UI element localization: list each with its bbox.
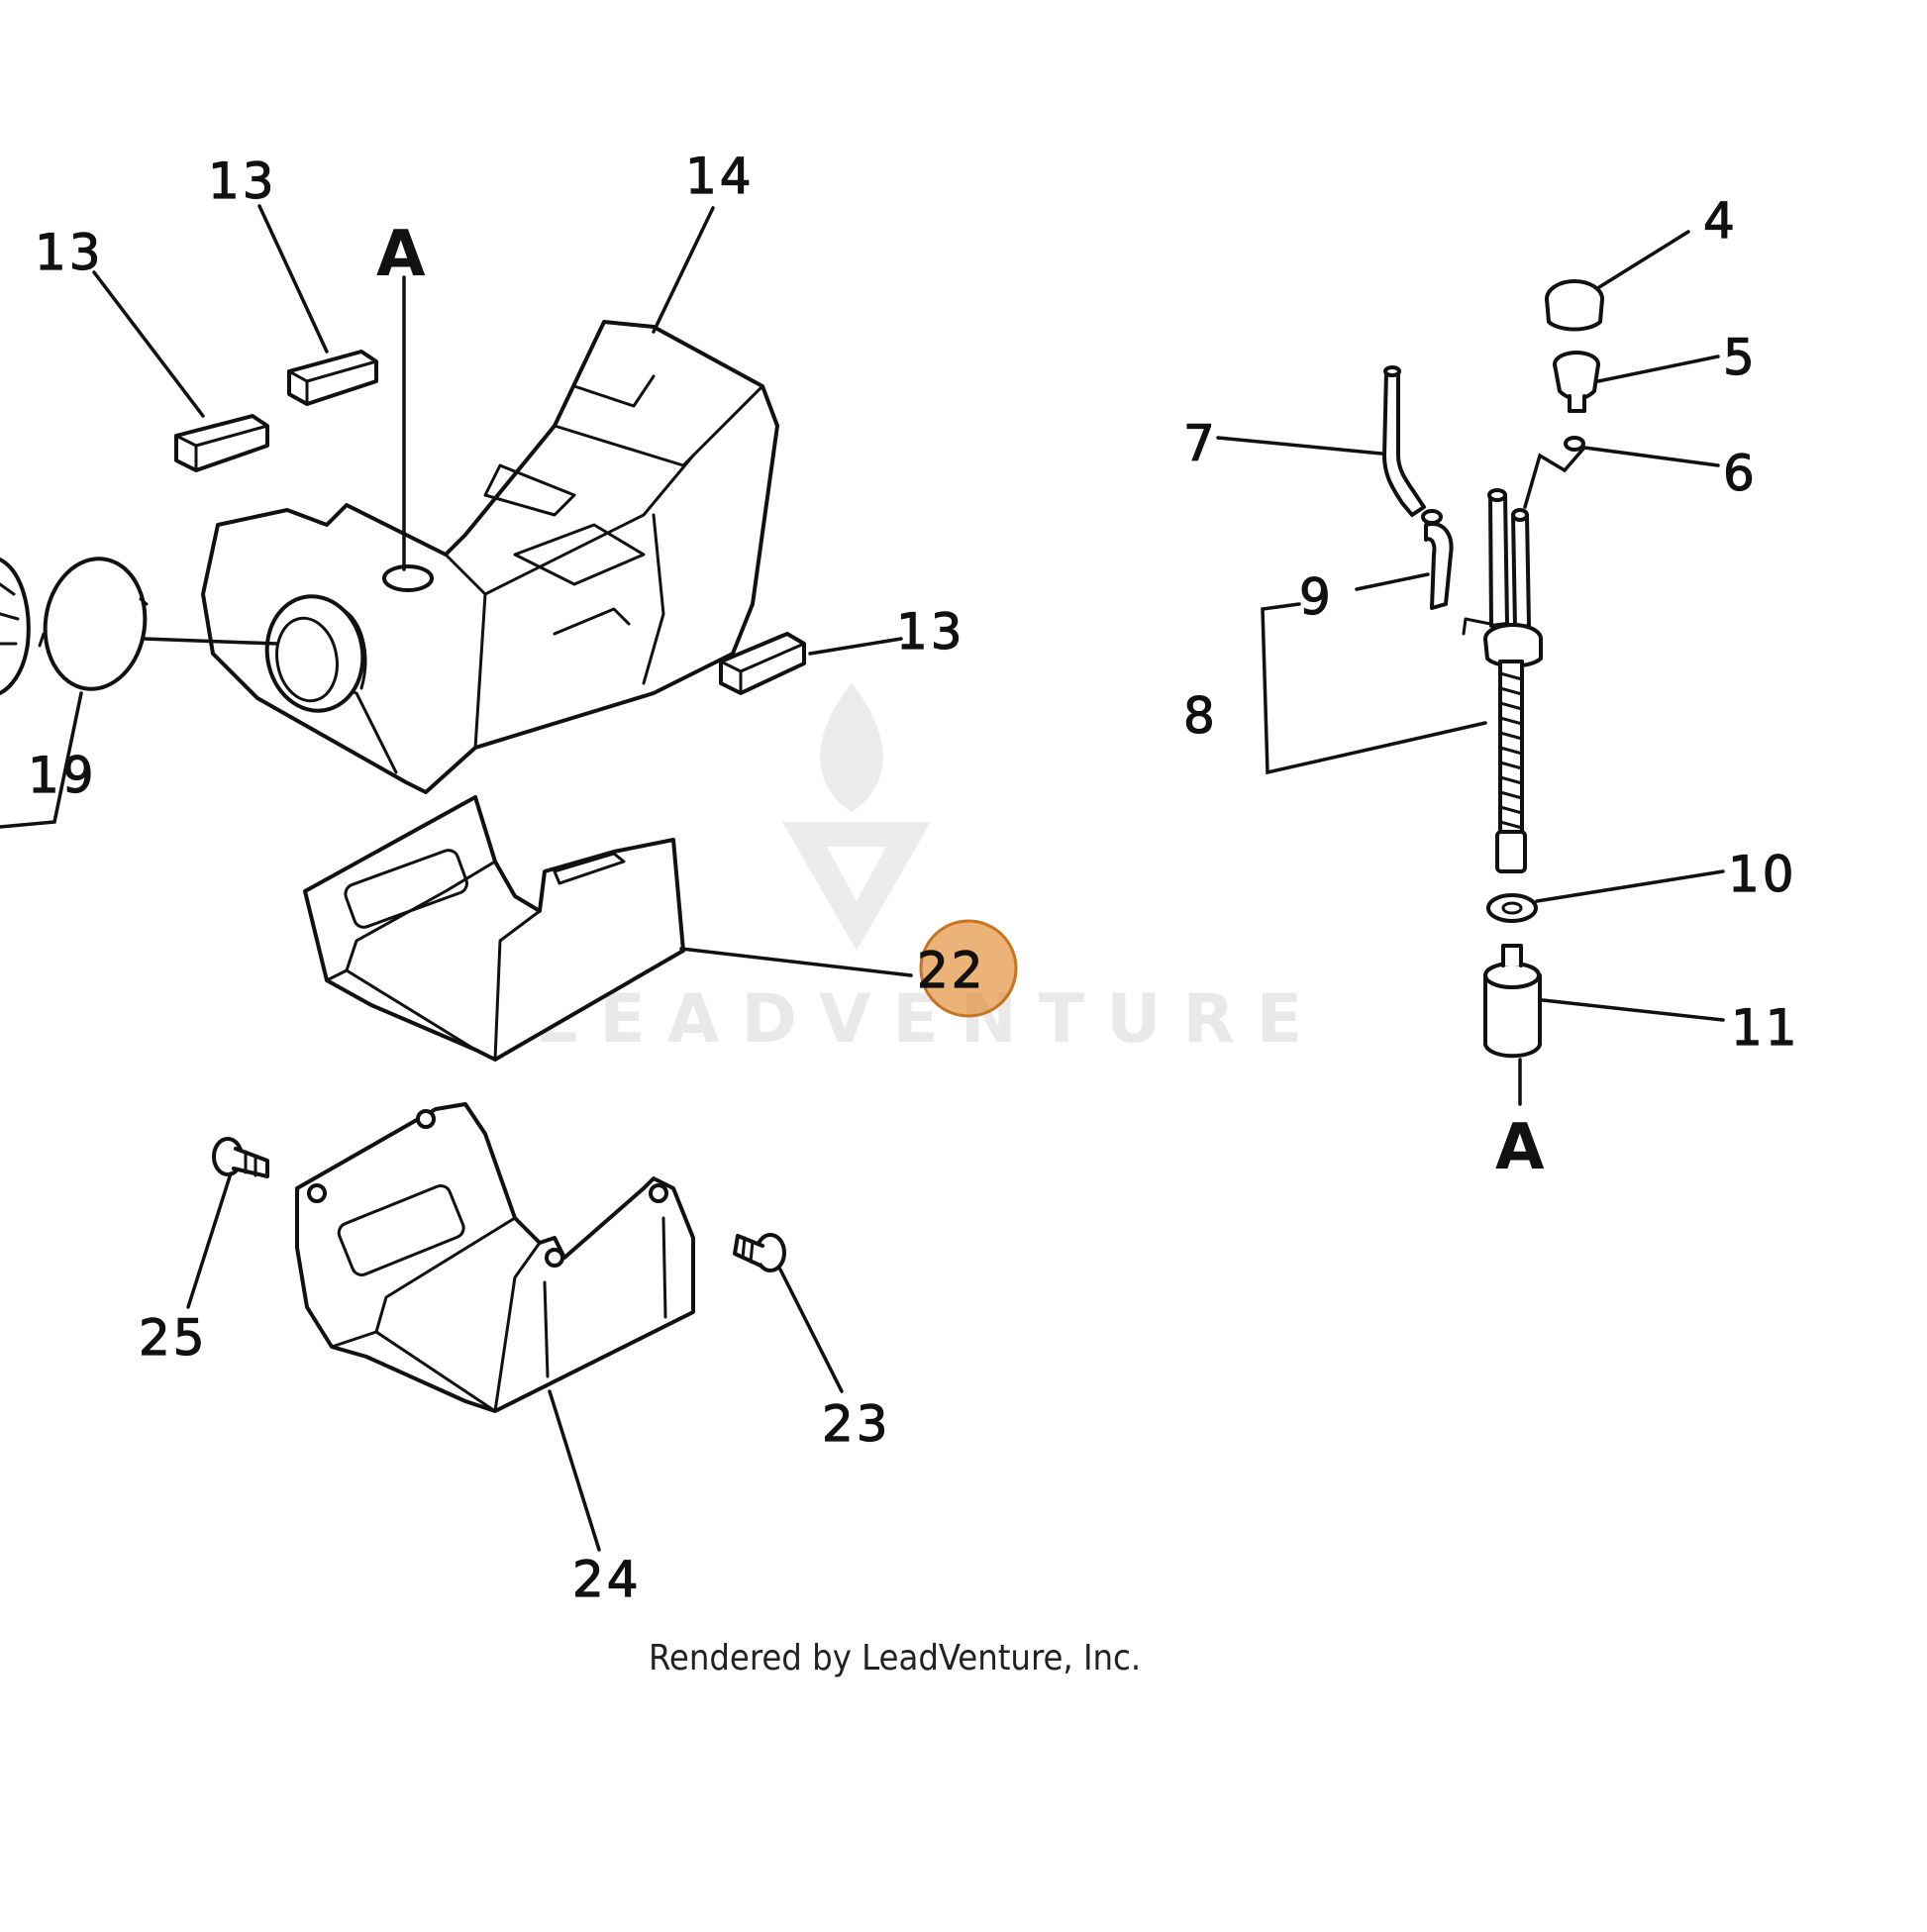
part-19-gasket xyxy=(38,557,149,691)
watermark-text: LEADVENTURE xyxy=(535,980,1324,1059)
callout-labels: 13 13 A 14 13 19 22 25 23 24 4 5 6 7 9 8… xyxy=(27,147,1800,1608)
part-25-bolt xyxy=(212,1137,269,1178)
part-23-bolt xyxy=(733,1233,786,1272)
callout-13-right[interactable]: 13 xyxy=(895,602,965,661)
callout-13-top[interactable]: 13 xyxy=(207,152,277,210)
part-9-hose xyxy=(1421,509,1454,610)
part-14-fuel-tank xyxy=(201,320,779,794)
part-5-grommet xyxy=(1553,351,1600,413)
callout-14[interactable]: 14 xyxy=(684,147,755,205)
footer-credit: Rendered by LeadVenture, Inc. xyxy=(649,1638,1141,1678)
callout-23[interactable]: 23 xyxy=(821,1394,891,1453)
callout-6[interactable]: 6 xyxy=(1722,444,1758,502)
callout-4[interactable]: 4 xyxy=(1702,191,1738,250)
callout-24[interactable]: 24 xyxy=(571,1550,642,1608)
callout-25[interactable]: 25 xyxy=(138,1308,208,1367)
part-13-pad-upper-left xyxy=(174,414,269,472)
part-10-washer xyxy=(1486,893,1538,923)
callout-22[interactable]: 22 xyxy=(916,941,986,999)
part-4-cap xyxy=(1545,279,1604,332)
callout-a-top[interactable]: A xyxy=(376,218,426,291)
callout-7[interactable]: 7 xyxy=(1182,414,1218,472)
part-24-lower-guard xyxy=(295,1102,695,1413)
callout-5[interactable]: 5 xyxy=(1722,328,1758,386)
part-8-pickup-assembly xyxy=(1462,488,1543,873)
part-13-pad-right xyxy=(719,632,806,695)
callout-10[interactable]: 10 xyxy=(1727,845,1797,903)
callout-19[interactable]: 19 xyxy=(27,746,97,804)
callout-11[interactable]: 11 xyxy=(1730,998,1800,1057)
callout-a-bottom[interactable]: A xyxy=(1495,1111,1545,1184)
part-6-washer xyxy=(1564,436,1585,452)
callout-8[interactable]: 8 xyxy=(1182,686,1218,745)
highlight-circle-22[interactable] xyxy=(919,919,1018,1018)
part-22-tank-guard xyxy=(303,795,685,1062)
callout-9[interactable]: 9 xyxy=(1298,567,1334,626)
part-13-pad-upper-right xyxy=(287,350,378,406)
leader-lines xyxy=(0,204,1725,1552)
part-11-filter xyxy=(1483,944,1542,1059)
part-7-hose xyxy=(1382,365,1426,517)
watermark-logo xyxy=(782,683,931,951)
callout-13-left[interactable]: 13 xyxy=(34,223,104,281)
part-partial-left xyxy=(0,558,31,695)
